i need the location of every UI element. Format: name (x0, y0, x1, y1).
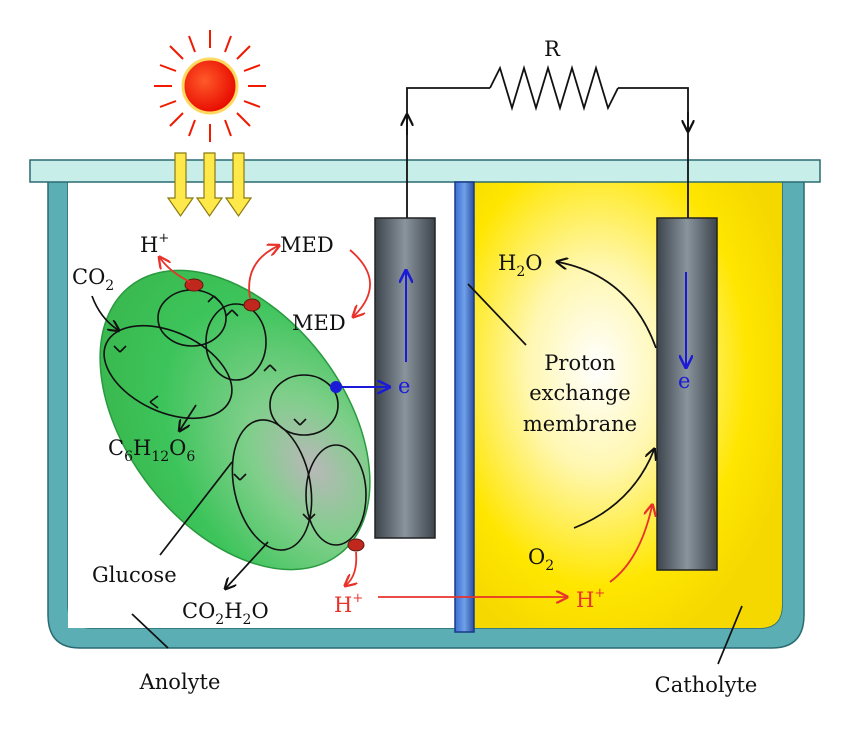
external-circuit (407, 64, 688, 218)
proton-site-bottom (347, 538, 365, 552)
co2-label: CO2 (72, 265, 114, 294)
products-output-arrow (226, 541, 269, 588)
membrane-label-line2: exchange (529, 381, 630, 405)
tank-lid (29, 159, 821, 183)
membrane-label-line1: Proton (544, 351, 615, 375)
cathode-electrode (656, 217, 718, 571)
products-label: CO2H2O (182, 599, 269, 628)
catholyte-label: Catholyte (655, 673, 758, 697)
water-formation-arrow (558, 262, 657, 349)
microbial-cell (99, 269, 371, 571)
electron-label-anode: e (398, 374, 410, 398)
med-top-label: MED (280, 233, 334, 257)
sunlight-arrows (166, 152, 253, 218)
h-plus-bottom-left-label: H+ (334, 591, 363, 617)
proton-to-cathode-arrow (609, 506, 652, 583)
med-bottom-label: MED (292, 311, 346, 335)
resistor-label: R (544, 37, 561, 61)
catholyte-pointer-line (717, 605, 743, 665)
electron-transfer-site (330, 381, 342, 393)
h-plus-bottom-right-label: H+ (576, 586, 605, 612)
mediator-site-right (243, 298, 261, 312)
anolyte-label: Anolyte (139, 670, 221, 694)
membrane-label-line3: membrane (523, 412, 637, 436)
anolyte-pointer-line (131, 613, 169, 649)
sun-icon (154, 30, 266, 142)
proton-exchange-membrane (454, 181, 475, 633)
oxygen-label: O2 (528, 545, 554, 574)
co2-uptake-arrow (91, 295, 118, 330)
glucose-label: Glucose (92, 563, 177, 587)
h-plus-top-label: H+ (140, 231, 169, 257)
glucose-output-arrow (180, 404, 197, 430)
proton-release-arrow-bottom (346, 551, 356, 585)
membrane-pointer-line (467, 283, 527, 346)
glucose-formula-label: C6H12O6 (108, 436, 195, 465)
proton-release-arrow-top (160, 258, 191, 283)
glucose-pointer-line (159, 461, 233, 556)
electron-label-cathode: e (678, 369, 690, 393)
med-oxidation-arrow (248, 246, 278, 299)
oxygen-reduction-arrow (573, 450, 654, 529)
water-label: H2O (498, 251, 542, 280)
med-reduction-arrow (349, 249, 371, 316)
